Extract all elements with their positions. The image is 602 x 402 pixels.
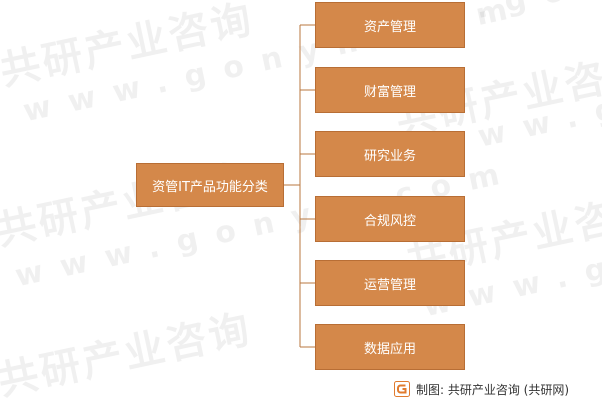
child-node-research: 研究业务 (315, 131, 465, 177)
child-node-wealth-management: 财富管理 (315, 67, 465, 113)
child-node-label: 数据应用 (363, 341, 416, 357)
child-node-label: 研究业务 (363, 148, 416, 164)
child-node-asset-management: 资产管理 (315, 2, 465, 48)
child-node-label: 资产管理 (363, 19, 416, 35)
credit-text: 制图: 共研产业咨询 (共研网) (416, 382, 570, 397)
gonyn-logo-icon (394, 381, 410, 397)
root-node-label: 资管IT产品功能分类 (152, 179, 268, 195)
child-node-operations: 运营管理 (315, 260, 465, 306)
source-credit: 制图: 共研产业咨询 (共研网) (394, 380, 569, 398)
child-node-label: 合规风控 (363, 213, 416, 229)
child-node-compliance-risk: 合规风控 (315, 196, 465, 242)
child-node-data-applications: 数据应用 (315, 324, 465, 370)
child-node-label: 财富管理 (363, 84, 416, 100)
child-node-label: 运营管理 (363, 277, 416, 293)
root-node: 资管IT产品功能分类 (136, 163, 284, 207)
